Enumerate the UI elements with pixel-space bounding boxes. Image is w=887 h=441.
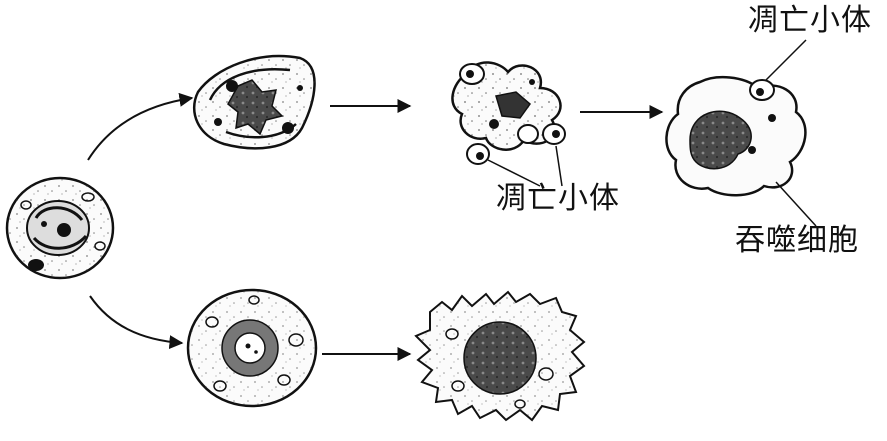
apoptotic-body-label-middle: 凋亡小体 bbox=[496, 184, 620, 214]
pointer-line-2 bbox=[556, 146, 562, 186]
pointer-phagocyte bbox=[776, 182, 816, 226]
necrotic-cell-swelling bbox=[188, 290, 316, 406]
normal-cell bbox=[7, 178, 113, 278]
phagocyte-cell bbox=[666, 77, 805, 195]
arrow-to-apoptosis bbox=[88, 98, 192, 160]
necrotic-cell-ruptured bbox=[416, 292, 584, 420]
phagocyte-label: 吞噬细胞 bbox=[735, 226, 859, 256]
pointer-top-apoptotic-body bbox=[766, 40, 806, 80]
apoptotic-body-label-top: 凋亡小体 bbox=[748, 6, 872, 36]
apoptotic-cell-condensing bbox=[194, 56, 314, 148]
apoptotic-cell-fragmenting bbox=[452, 62, 565, 164]
arrow-to-necrosis bbox=[90, 296, 182, 343]
